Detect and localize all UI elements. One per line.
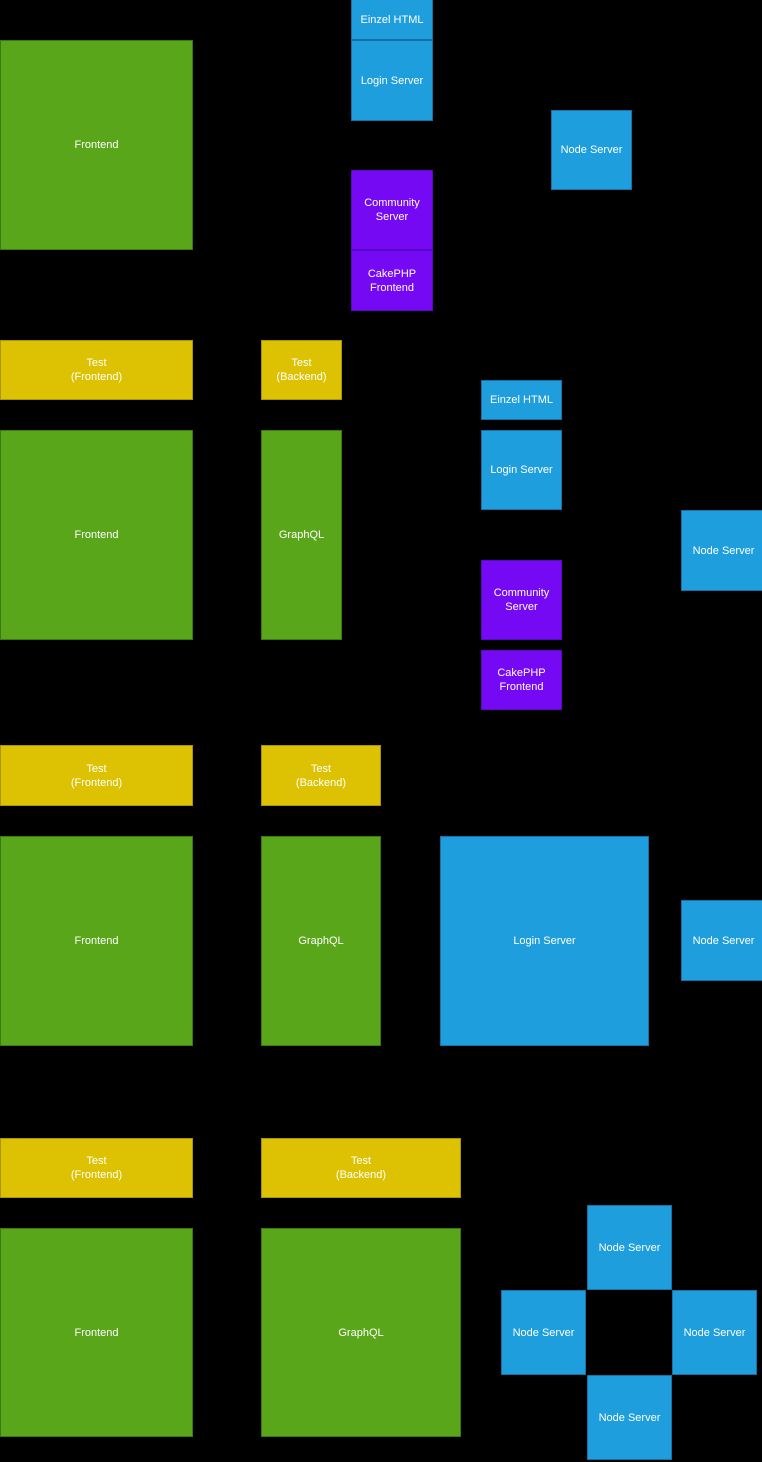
cakephp-frontend-node[interactable]: CakePHP Frontend: [351, 250, 433, 311]
einzel-html-node[interactable]: Einzel HTML: [481, 380, 562, 420]
test-frontend-node[interactable]: Test (Frontend): [0, 340, 193, 400]
graphql-node[interactable]: GraphQL: [261, 430, 342, 640]
frontend-node[interactable]: Frontend: [0, 1228, 193, 1437]
frontend-node[interactable]: Frontend: [0, 40, 193, 250]
node-server-left-node[interactable]: Node Server: [501, 1290, 586, 1375]
frontend-node[interactable]: Frontend: [0, 836, 193, 1046]
node-server-node[interactable]: Node Server: [551, 110, 632, 190]
graphql-node[interactable]: GraphQL: [261, 1228, 461, 1437]
test-frontend-node[interactable]: Test (Frontend): [0, 745, 193, 806]
node-server-right-node[interactable]: Node Server: [672, 1290, 757, 1375]
einzel-html-node[interactable]: Einzel HTML: [351, 0, 433, 40]
login-server-node[interactable]: Login Server: [481, 430, 562, 510]
cakephp-frontend-node[interactable]: CakePHP Frontend: [481, 650, 562, 710]
node-server-node[interactable]: Node Server: [681, 900, 762, 981]
node-server-node[interactable]: Node Server: [681, 510, 762, 591]
graphql-node[interactable]: GraphQL: [261, 836, 381, 1046]
login-server-node[interactable]: Login Server: [351, 40, 433, 121]
test-backend-node[interactable]: Test (Backend): [261, 340, 342, 400]
test-backend-node[interactable]: Test (Backend): [261, 745, 381, 806]
test-frontend-node[interactable]: Test (Frontend): [0, 1138, 193, 1198]
frontend-node[interactable]: Frontend: [0, 430, 193, 640]
community-server-node[interactable]: Community Server: [351, 170, 433, 250]
node-server-bottom-node[interactable]: Node Server: [587, 1375, 672, 1460]
test-backend-node[interactable]: Test (Backend): [261, 1138, 461, 1198]
community-server-node[interactable]: Community Server: [481, 560, 562, 640]
login-server-node[interactable]: Login Server: [440, 836, 649, 1046]
node-server-top-node[interactable]: Node Server: [587, 1205, 672, 1290]
